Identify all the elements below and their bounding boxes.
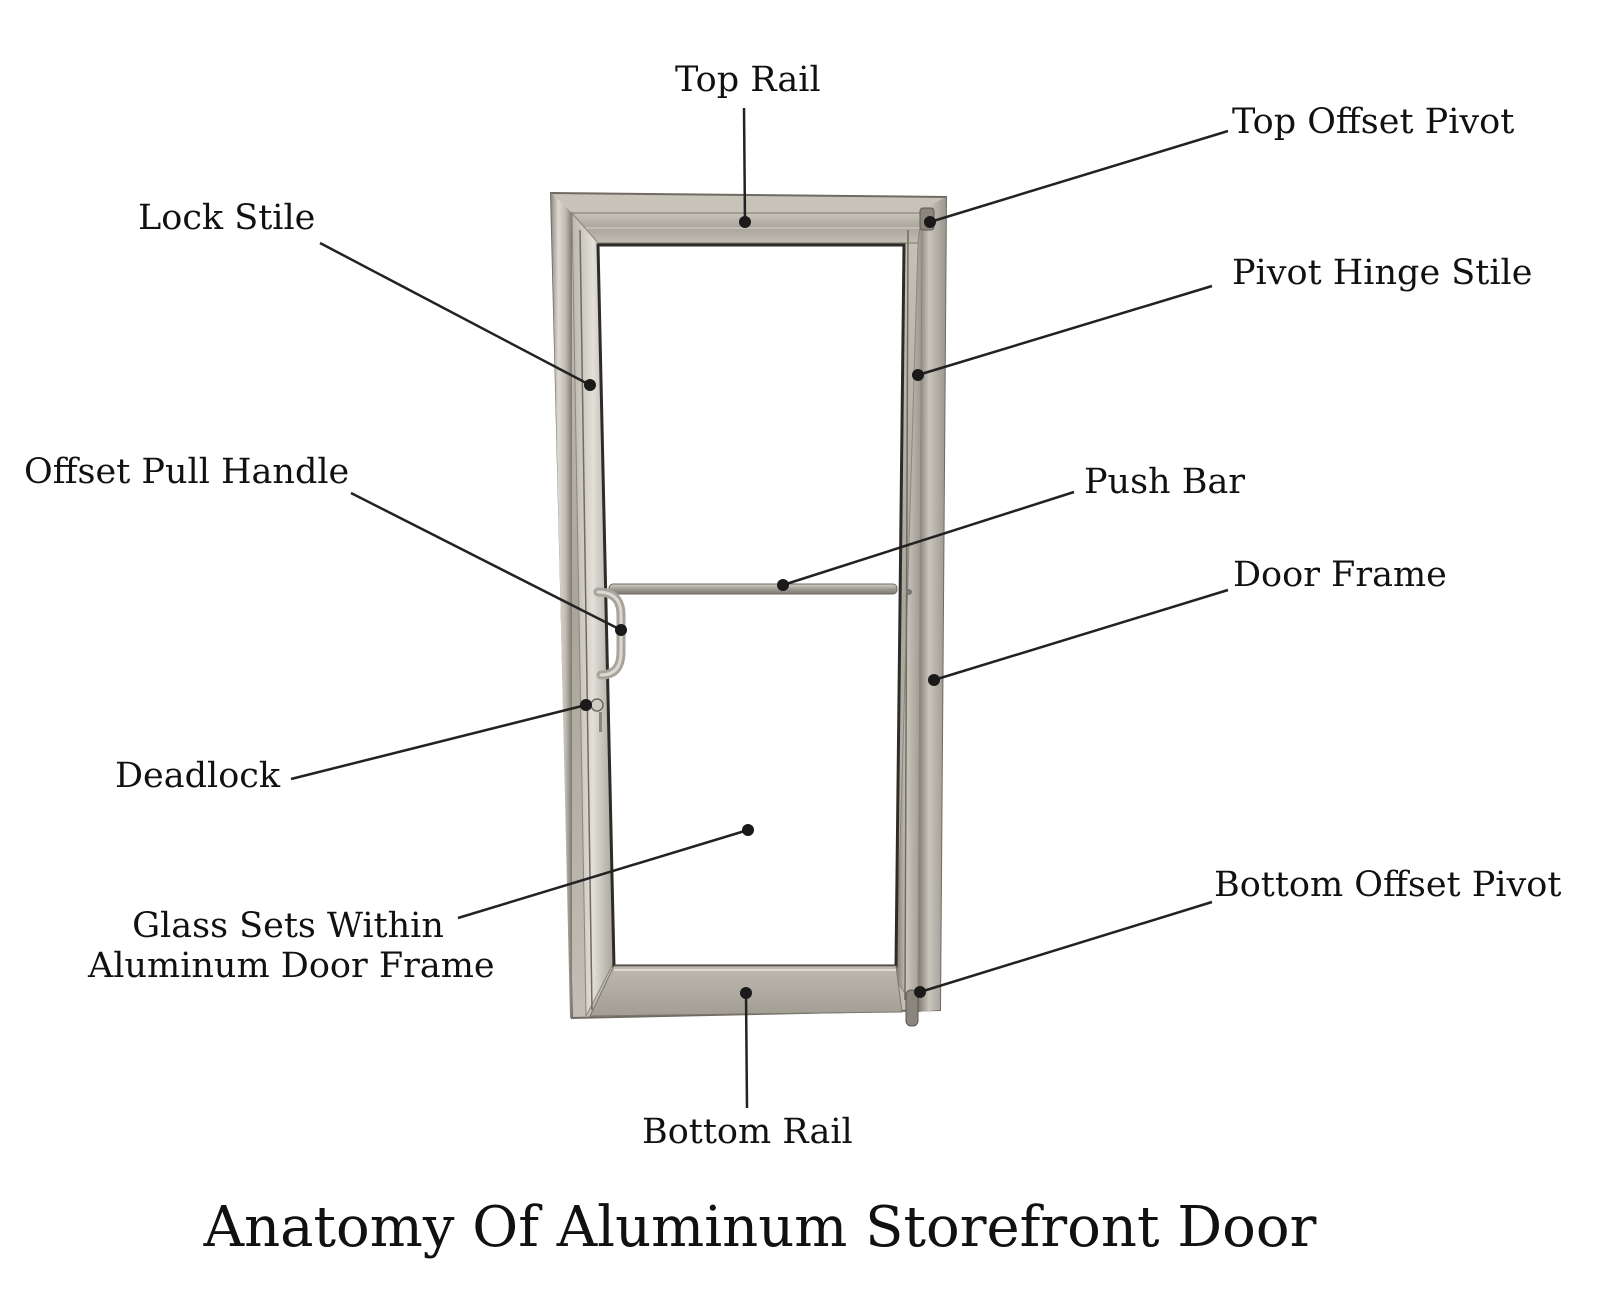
label-glass-line1: Glass Sets Within <box>132 906 444 946</box>
label-bottom-rail: Bottom Rail <box>642 1112 853 1152</box>
leader-push-bar <box>782 490 1075 587</box>
label-glass: Glass Sets Within Aluminum Door Frame <box>88 906 495 987</box>
label-door-frame: Door Frame <box>1233 555 1447 595</box>
leader-dots <box>580 216 940 999</box>
leader-glass <box>457 828 749 920</box>
leader-lines <box>290 107 1229 1109</box>
label-deadlock: Deadlock <box>115 756 281 796</box>
label-push-bar: Push Bar <box>1084 462 1246 502</box>
leader-bottom-offset-pivot <box>919 900 1213 994</box>
leader-door-frame <box>933 588 1229 682</box>
label-top-rail: Top Rail <box>675 60 821 100</box>
diagram-title: Anatomy Of Aluminum Storefront Door <box>203 1195 1317 1260</box>
label-pivot-hinge-stile: Pivot Hinge Stile <box>1232 253 1533 293</box>
small-screw <box>906 589 912 595</box>
leader-deadlock <box>290 703 587 781</box>
leader-lock-stile <box>319 241 591 387</box>
leader-offset-pull-handle <box>350 491 622 632</box>
label-offset-pull-handle: Offset Pull Handle <box>24 452 350 492</box>
label-top-offset-pivot: Top Offset Pivot <box>1232 102 1515 142</box>
label-lock-stile: Lock Stile <box>138 198 316 238</box>
leader-top-rail <box>742 107 747 223</box>
leader-bottom-rail <box>744 992 749 1109</box>
bottom-offset-pivot <box>905 989 919 1027</box>
label-glass-line2: Aluminum Door Frame <box>88 946 495 987</box>
glass-pane <box>596 243 906 968</box>
push-bar <box>608 583 898 595</box>
leader-pivot-hinge-stile <box>917 284 1213 377</box>
leader-top-offset-pivot <box>929 129 1229 224</box>
label-bottom-offset-pivot: Bottom Offset Pivot <box>1214 865 1562 905</box>
